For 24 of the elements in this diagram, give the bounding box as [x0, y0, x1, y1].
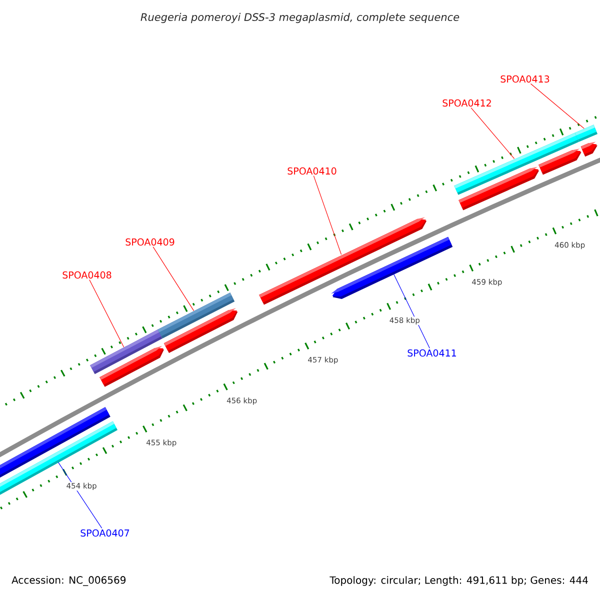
gene-bar: [580, 142, 598, 157]
gene-label: SPOA0407: [80, 529, 130, 537]
gene-bar: [458, 166, 540, 210]
gene-bar: [538, 148, 582, 175]
gene-bar: [331, 236, 453, 299]
title: Ruegeria pomeroyi DSS-3 megaplasmid, complete sequence: [140, 12, 460, 24]
leader-line: [152, 246, 194, 312]
leader-line: [89, 280, 124, 348]
leader-line: [394, 274, 430, 348]
leader-line: [313, 175, 342, 255]
leader-line: [470, 108, 515, 160]
gene-bar: [574, 124, 598, 142]
gene-label: SPOA0409: [126, 238, 174, 246]
leader-line: [530, 83, 585, 129]
gene-bar: [100, 346, 164, 387]
gene-label: SPOA0408: [62, 271, 112, 279]
gene-label: SPOA0412: [442, 99, 491, 107]
gene-bar: [164, 308, 238, 354]
gene-label: SPOA0411: [408, 349, 456, 357]
footer-text: Topology: circular; Length: 491,611 bp; Genes: 444: [330, 576, 588, 586]
footer-text: Accession: NC_006569: [12, 576, 126, 586]
gene-label: SPOA0410: [288, 167, 336, 175]
gene-label: SPOA0413: [500, 75, 550, 83]
leader-line: [58, 462, 102, 528]
